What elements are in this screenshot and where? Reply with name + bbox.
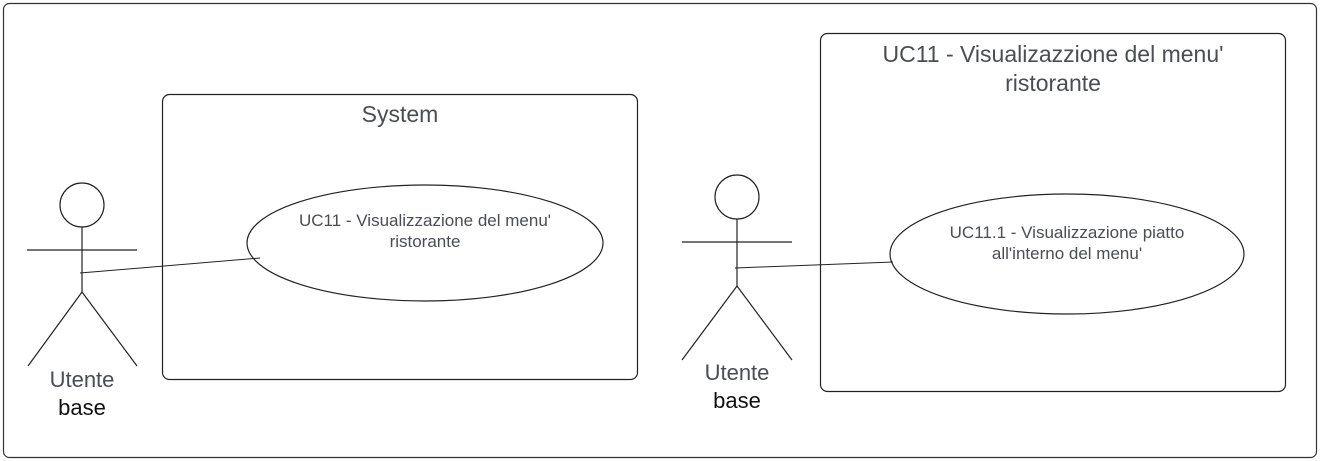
actor-head <box>714 174 760 220</box>
uc11-boundary-title-line2: ristorante <box>1005 69 1101 96</box>
use-case-uc11-1-label: UC11.1 - Visualizzazione piatto all'inte… <box>897 222 1237 265</box>
use-case-uc11-1-line1: UC11.1 - Visualizzazione piatto <box>949 223 1185 242</box>
actor-label-right: Utente base <box>677 359 797 414</box>
uc11-boundary-title-line1: UC11 - Visualizazzione del menu' <box>882 41 1224 67</box>
actor-label-right-line2: base <box>713 387 761 413</box>
use-case-uc11-1-line2: all'interno del menu' <box>991 244 1143 264</box>
actor-right-leg <box>736 285 793 361</box>
system-boundary <box>161 93 639 381</box>
use-case-uc11-label: UC11 - Visualizzazione del menu' ristora… <box>255 210 595 253</box>
uc11-boundary <box>819 32 1287 393</box>
actor-label-left-line1: Utente <box>49 367 115 392</box>
actor-label-right-line1: Utente <box>704 360 770 385</box>
actor-label-left-line2: base <box>58 394 106 420</box>
system-boundary-title: System <box>361 101 439 127</box>
use-case-uc11 <box>246 184 604 302</box>
actor-left-leg <box>27 291 83 367</box>
use-case-uc11-line1: UC11 - Visualizzazione del menu' <box>298 211 552 230</box>
actor-utente-base-left <box>27 182 138 367</box>
actor-right-leg <box>81 291 138 367</box>
use-case-uc11-1 <box>889 193 1245 315</box>
actor-utente-base-right <box>681 174 793 361</box>
association-line-left <box>79 257 261 274</box>
actor-left-leg <box>681 285 738 361</box>
association-line-right <box>734 261 894 269</box>
use-case-uc11-line2: ristorante <box>389 232 461 252</box>
uc11-boundary-title: UC11 - Visualizazzione del menu' ristora… <box>830 40 1276 98</box>
actor-label-left: Utente base <box>22 366 142 421</box>
actor-head <box>59 182 105 228</box>
